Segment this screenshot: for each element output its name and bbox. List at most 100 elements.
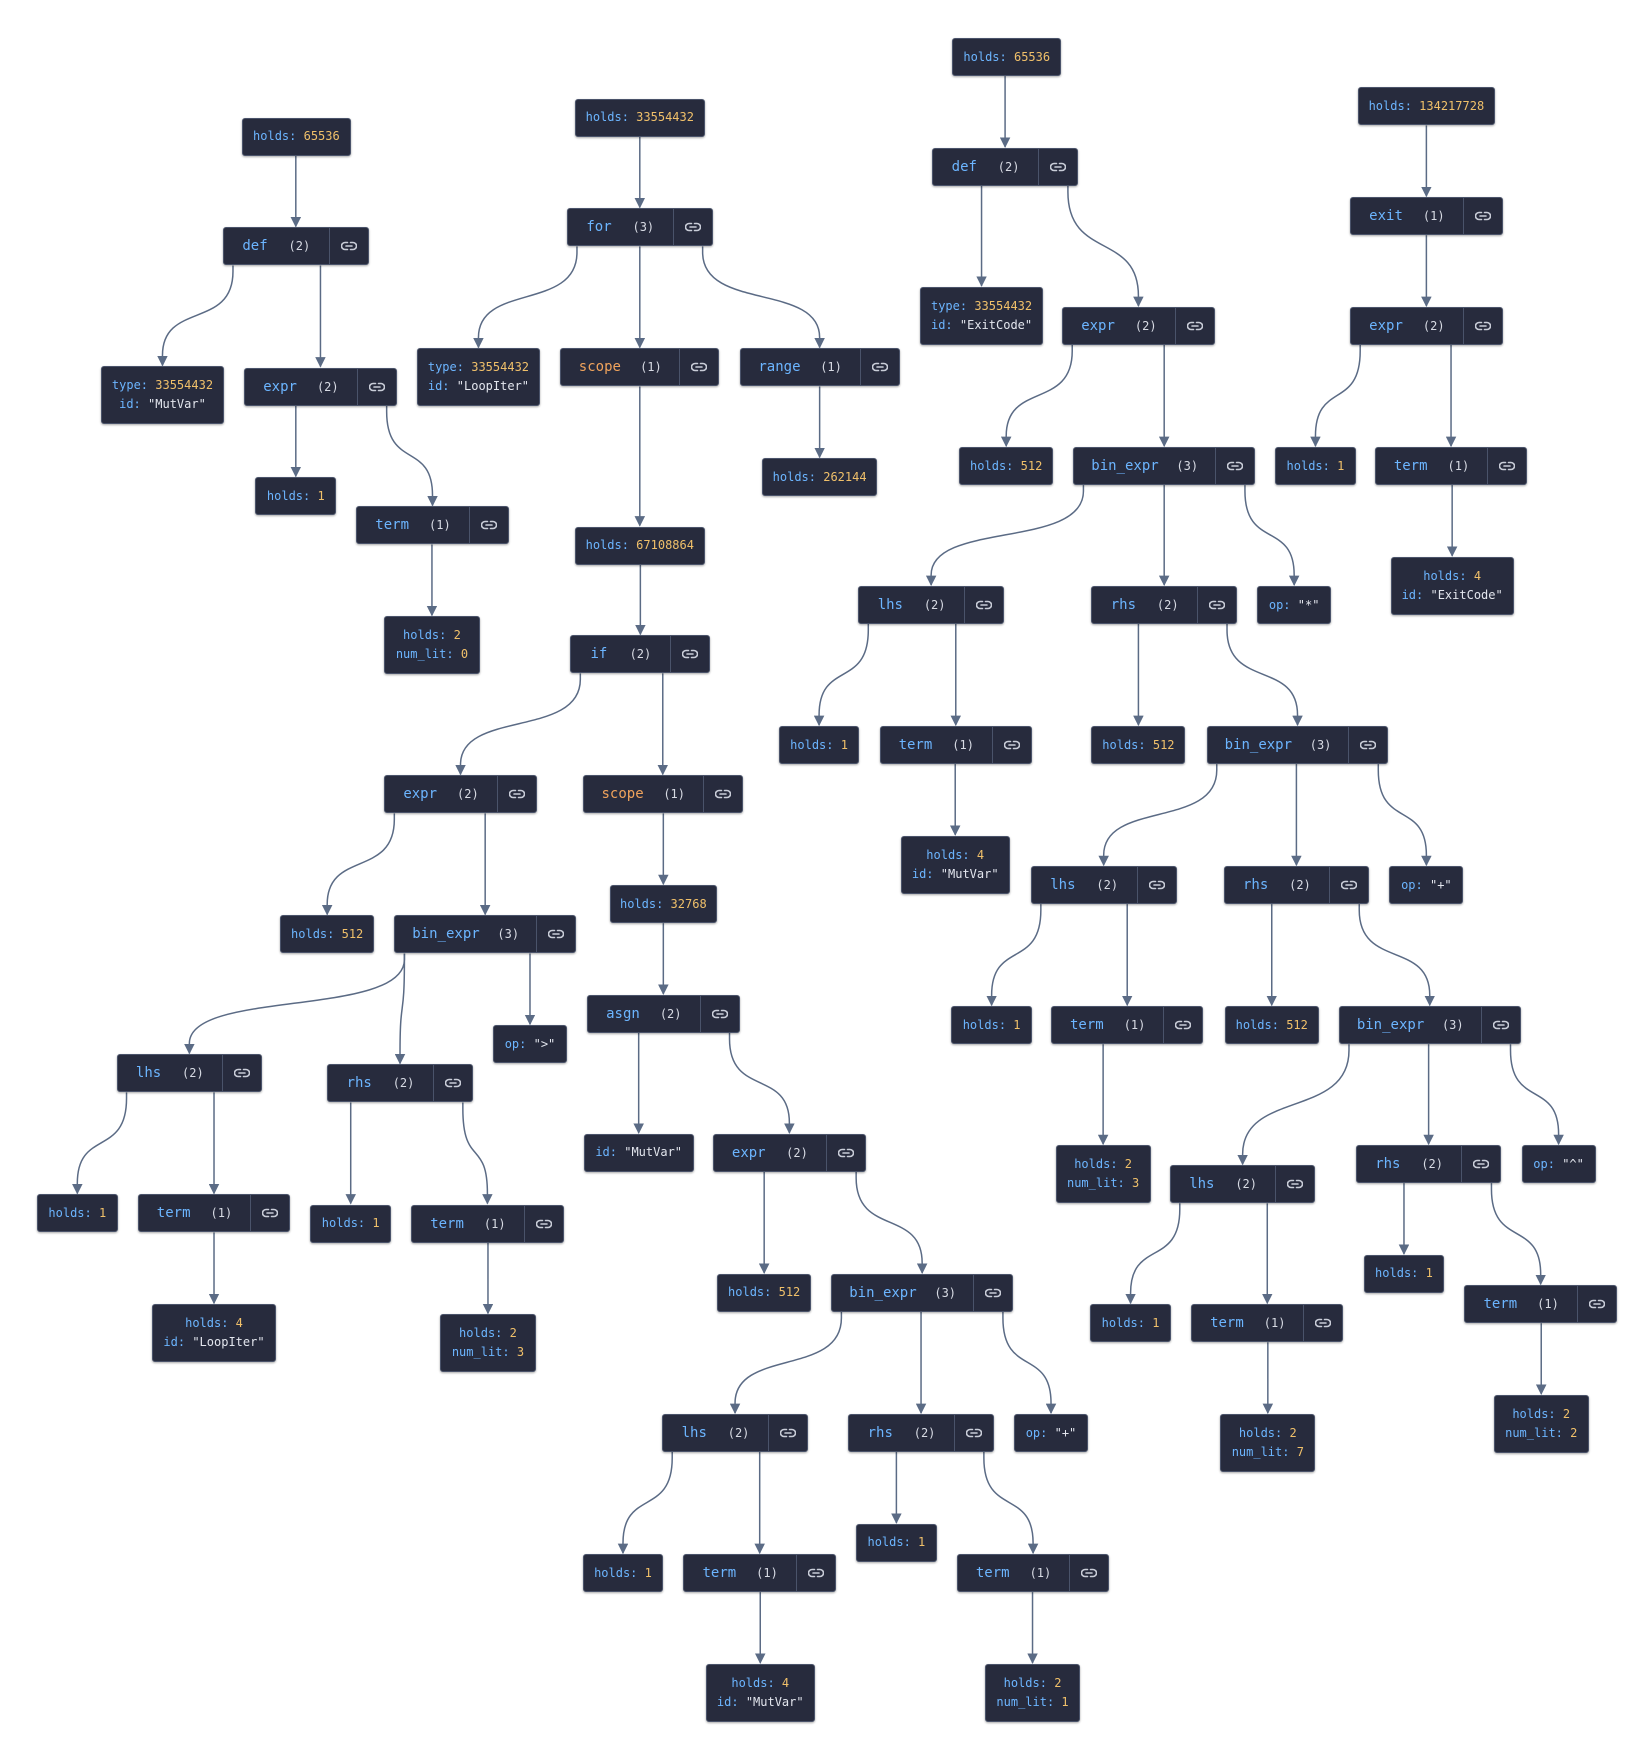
link-icon[interactable] <box>1163 1007 1202 1044</box>
node-header: bin_expr(3) <box>1074 458 1215 474</box>
link-icon[interactable] <box>1462 308 1502 344</box>
link-icon[interactable] <box>1480 1007 1520 1044</box>
field-value: 1 <box>1337 458 1345 473</box>
tree-edge <box>184 953 406 1055</box>
tree-edge <box>1067 185 1144 308</box>
bin-expr-node: bin_expr(3) <box>831 1273 1013 1312</box>
link-icon[interactable] <box>1461 1146 1500 1183</box>
field-row: holds: 1 <box>790 738 848 753</box>
field-key: holds: <box>1423 568 1474 583</box>
link-icon[interactable] <box>859 349 899 386</box>
tree-edge <box>855 1171 928 1275</box>
link-icon[interactable] <box>1069 1555 1108 1592</box>
child-count: (1) <box>483 1216 506 1231</box>
field-value: 1 <box>918 1535 926 1550</box>
tree-edge <box>1358 904 1435 1007</box>
link-icon[interactable] <box>432 1065 472 1102</box>
link-icon[interactable] <box>535 916 575 953</box>
child-count: (3) <box>1441 1018 1464 1033</box>
leaf-node: holds: 33554432 <box>574 98 705 137</box>
node-label: lhs <box>681 1425 707 1442</box>
field-row: holds: 2 <box>1239 1426 1297 1441</box>
child-count: (3) <box>934 1285 957 1300</box>
for-node: for(3) <box>566 208 713 247</box>
link-icon[interactable] <box>1462 198 1502 235</box>
link-icon[interactable] <box>250 1195 289 1232</box>
tree-edge <box>729 1312 843 1415</box>
link-icon[interactable] <box>1174 308 1214 344</box>
leaf-node: holds: 1 <box>36 1194 118 1233</box>
field-row: holds: 1 <box>1102 1316 1160 1331</box>
link-icon[interactable] <box>1487 448 1526 485</box>
link-icon[interactable] <box>1214 448 1254 485</box>
node-header: if(2) <box>571 646 670 662</box>
link-icon[interactable] <box>953 1415 993 1452</box>
link-icon[interactable] <box>1303 1305 1342 1342</box>
term-node: term(1) <box>683 1554 836 1593</box>
field-value: 1 <box>372 1216 380 1231</box>
link-icon[interactable] <box>679 349 718 386</box>
link-icon[interactable] <box>468 507 508 544</box>
leaf-node: holds: 1 <box>310 1204 392 1243</box>
field-value: "MutVar" <box>745 1694 804 1709</box>
field-value: "^" <box>1562 1156 1584 1171</box>
child-count: (1) <box>640 360 662 375</box>
term-node: term(1) <box>411 1204 564 1243</box>
field-key: id: <box>716 1694 746 1709</box>
leaf-node: id: "MutVar" <box>583 1133 694 1172</box>
node-header: term(1) <box>357 517 468 533</box>
link-icon[interactable] <box>699 995 739 1032</box>
link-icon[interactable] <box>328 228 368 265</box>
link-icon[interactable] <box>1576 1286 1616 1323</box>
link-icon[interactable] <box>963 587 1003 624</box>
child-count: (2) <box>1289 878 1311 893</box>
node-label: term <box>975 1565 1010 1582</box>
link-icon[interactable] <box>1348 727 1387 764</box>
field-key: holds: <box>790 737 841 752</box>
field-key: holds: <box>1375 1266 1426 1281</box>
tree-edge <box>1377 764 1432 867</box>
link-icon[interactable] <box>670 636 709 673</box>
link-icon[interactable] <box>702 776 742 813</box>
link-icon[interactable] <box>1329 867 1368 904</box>
field-row: id: "LoopIter" <box>163 1335 264 1350</box>
link-icon[interactable] <box>672 209 712 246</box>
node-label: scope <box>578 359 621 376</box>
leaf-node: holds: 512 <box>1224 1006 1319 1045</box>
link-icon[interactable] <box>991 727 1031 764</box>
link-icon[interactable] <box>496 776 536 813</box>
node-header: for(3) <box>568 219 673 235</box>
lhs-node: lhs(2) <box>662 1414 808 1453</box>
link-icon[interactable] <box>1037 148 1077 185</box>
link-icon[interactable] <box>356 368 396 405</box>
link-icon[interactable] <box>826 1134 865 1171</box>
field-row: holds: 65536 <box>253 129 340 144</box>
field-key: holds: <box>585 538 637 553</box>
field-value: 2 <box>1562 1407 1571 1421</box>
field-value: 4 <box>781 1675 790 1690</box>
node-label: rhs <box>346 1075 372 1092</box>
link-icon[interactable] <box>795 1555 835 1592</box>
tree-edge <box>72 1092 128 1195</box>
link-icon[interactable] <box>1136 867 1176 904</box>
field-value: 512 <box>1286 1017 1308 1032</box>
tree-edge <box>157 265 234 367</box>
link-icon[interactable] <box>767 1415 807 1452</box>
leaf-node: holds: 1 <box>778 726 860 765</box>
child-count: (2) <box>1235 1177 1257 1192</box>
node-label: lhs <box>1050 877 1076 894</box>
node-label: scope <box>601 786 644 803</box>
tree-edge <box>455 673 582 776</box>
scope-node: scope (1) <box>560 348 720 387</box>
link-icon[interactable] <box>523 1205 563 1242</box>
link-icon[interactable] <box>1275 1166 1314 1203</box>
tree-edge <box>1125 1203 1181 1305</box>
link-icon[interactable] <box>222 1055 261 1092</box>
link-icon[interactable] <box>972 1274 1012 1311</box>
node-header: def(2) <box>933 159 1038 175</box>
link-icon[interactable] <box>1197 587 1236 624</box>
